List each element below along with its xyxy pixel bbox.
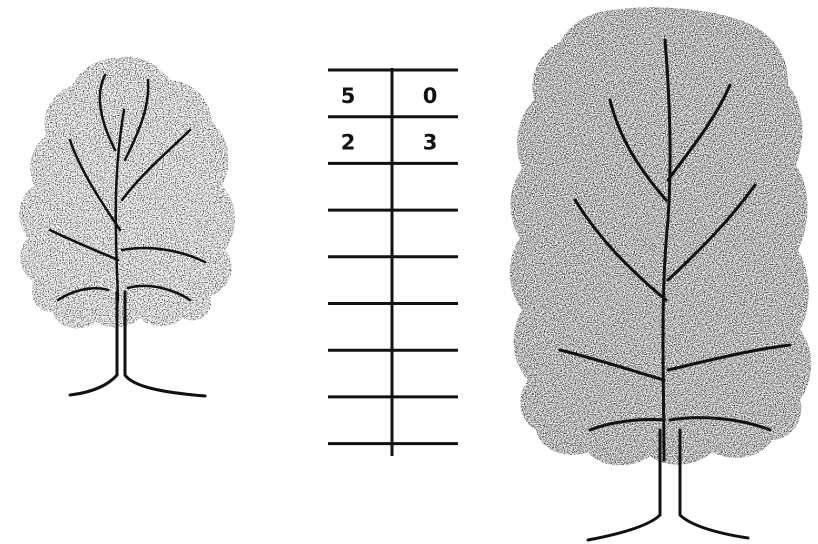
table-cell-right: 3 <box>423 131 438 155</box>
table-cell-right: 0 <box>423 84 438 108</box>
table-cell-left: 5 <box>341 84 356 108</box>
left-tree <box>19 57 235 396</box>
tally-table: 5 0 2 3 <box>328 68 458 456</box>
right-tree-crown <box>510 7 812 465</box>
table-cell-left: 2 <box>341 131 356 155</box>
right-tree <box>510 7 812 540</box>
table-cells: 5 0 2 3 <box>341 84 438 155</box>
